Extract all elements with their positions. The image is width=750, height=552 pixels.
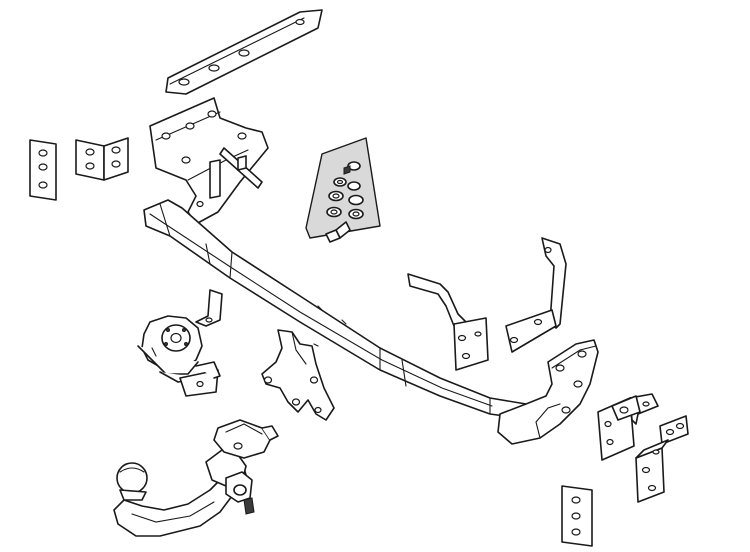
tow-ball-neck <box>113 419 279 537</box>
beam-lug <box>195 289 223 327</box>
electric-socket <box>137 315 221 397</box>
right-lower-l-bracket <box>635 439 669 503</box>
tow-plate <box>261 329 335 421</box>
left-flat-plate <box>29 139 57 201</box>
washer-icon <box>326 177 347 218</box>
fixings-pack <box>305 137 381 243</box>
nut-icon <box>347 181 364 220</box>
tall-l-bracket <box>505 237 567 353</box>
left-side-arm-bracket <box>149 97 269 225</box>
bolt-icon <box>325 161 361 243</box>
right-angle-bracket <box>597 393 659 461</box>
top-strap-plate <box>165 9 323 95</box>
right-side-bracket <box>497 339 599 445</box>
left-angle-bracket <box>75 137 129 181</box>
bottom-right-plate <box>561 485 593 547</box>
right-small-plate <box>659 415 689 445</box>
bent-bracket-middle <box>407 273 489 371</box>
